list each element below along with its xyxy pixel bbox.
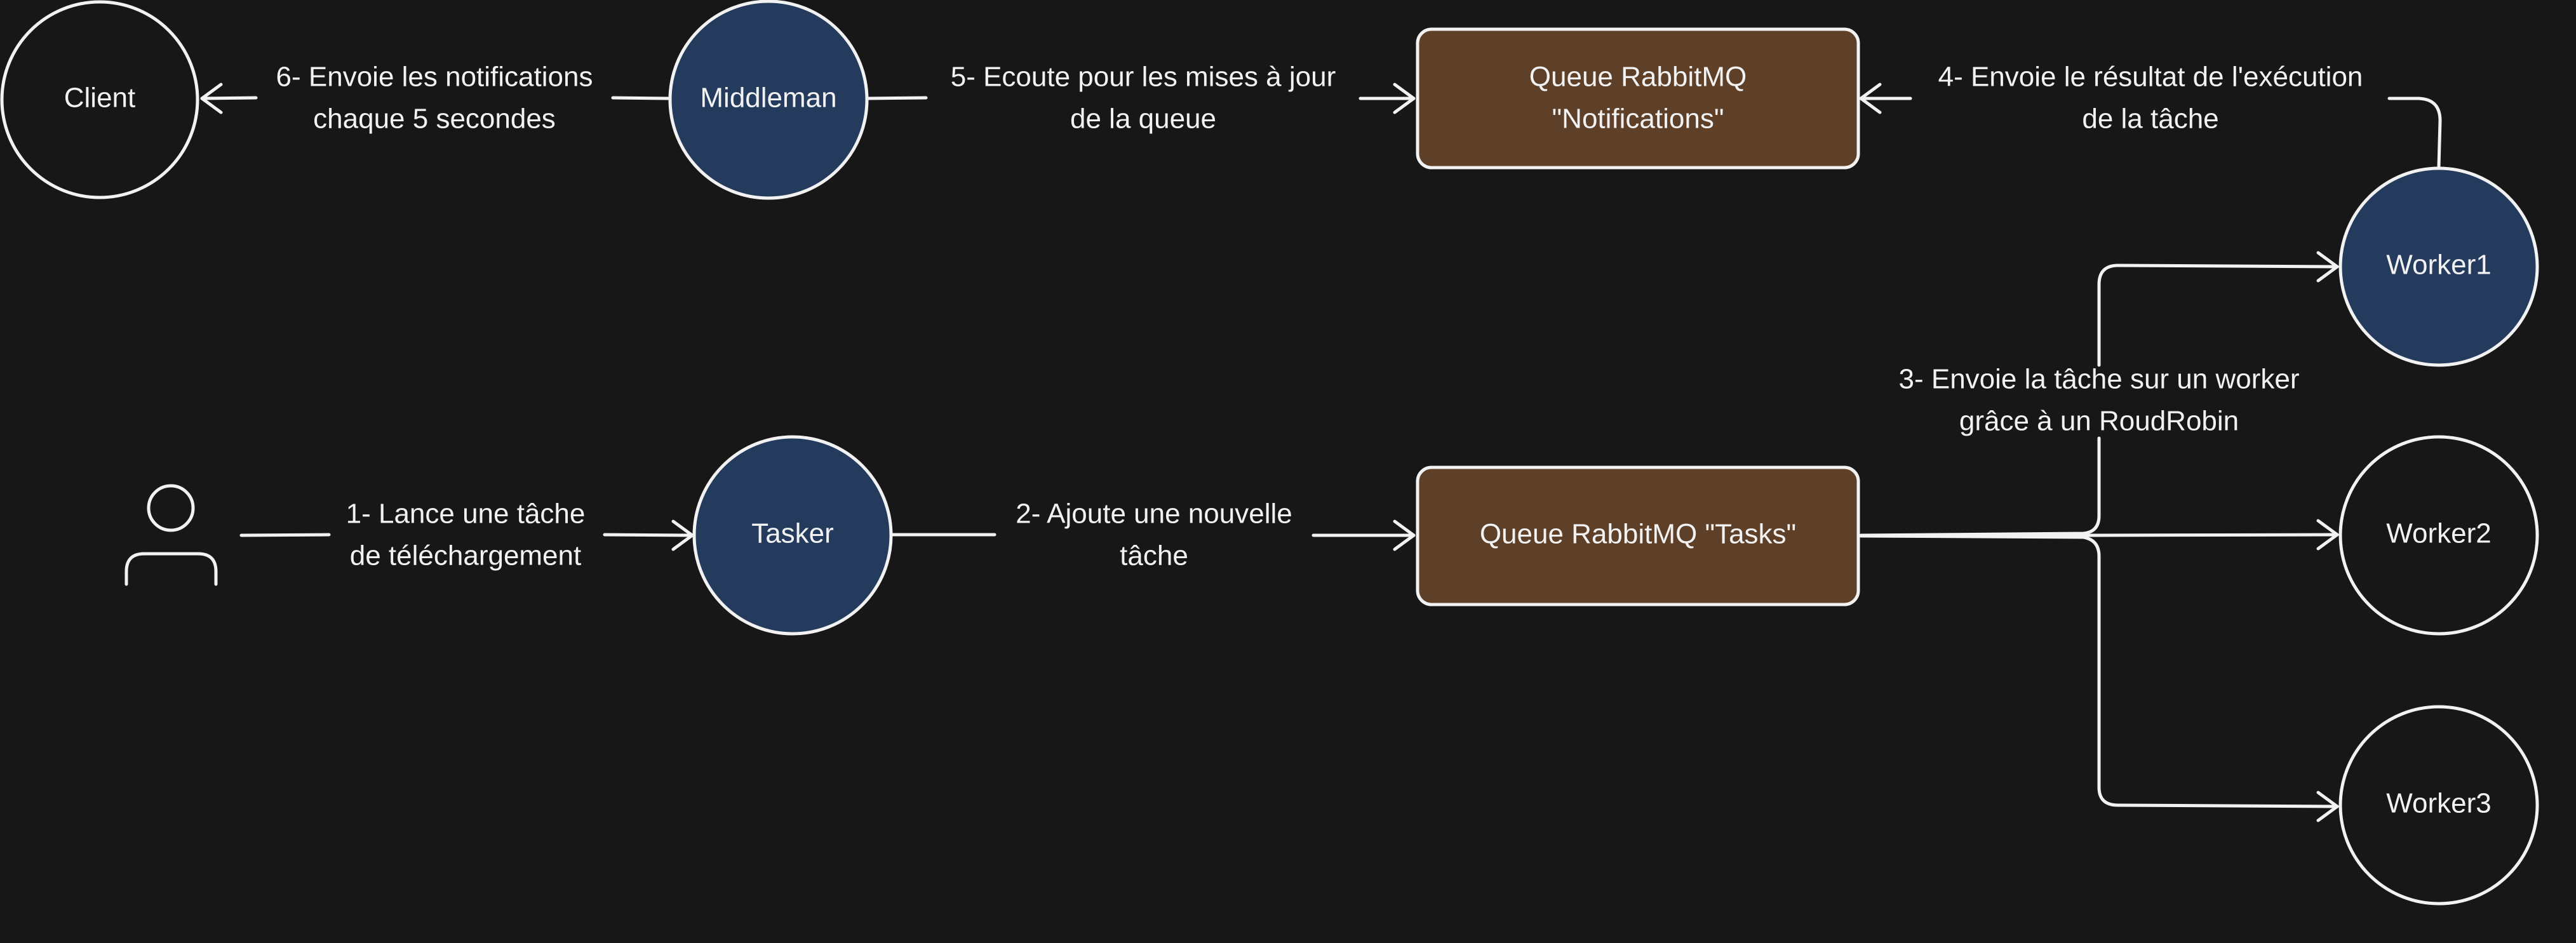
step5-line2: de la queue — [1070, 104, 1216, 135]
tasks-queue-node[interactable]: Queue RabbitMQ "Tasks" — [1416, 465, 1860, 606]
notifications-queue-node[interactable]: Queue RabbitMQ "Notifications" — [1416, 27, 1860, 170]
worker1-node[interactable]: Worker1 — [2338, 166, 2539, 367]
edge-step6 — [200, 83, 670, 114]
edge-step1 — [239, 519, 694, 551]
edge-step2 — [890, 519, 1416, 551]
edge-step4 — [1859, 83, 2442, 168]
step4-line1: 4- Envoie le résultat de l'exécution — [1938, 62, 2363, 93]
notifications-queue-label-line1: Queue RabbitMQ — [1529, 62, 1747, 93]
step1-line1: 1- Lance une tâche — [346, 498, 586, 530]
client-label: Client — [64, 83, 136, 114]
step3-line2: grâce à un RoudRobin — [1959, 406, 2239, 437]
notifications-queue-label-line2: "Notifications" — [1552, 104, 1724, 135]
step2-line2: tâche — [1120, 540, 1188, 572]
worker2-node[interactable]: Worker2 — [2338, 435, 2539, 636]
step6-line1: 6- Envoie les notifications — [276, 62, 593, 93]
worker2-label: Worker2 — [2386, 518, 2491, 549]
step1-line2: de téléchargement — [350, 540, 581, 572]
middleman-node[interactable]: Middleman — [668, 0, 869, 200]
middleman-label: Middleman — [700, 83, 836, 114]
step5-line1: 5- Ecoute pour les mises à jour — [951, 62, 1336, 93]
user-icon — [124, 484, 218, 586]
step6-line2: chaque 5 secondes — [313, 104, 556, 135]
tasker-label: Tasker — [751, 518, 834, 549]
edge-step3 — [1859, 251, 2339, 822]
worker1-label: Worker1 — [2386, 250, 2491, 281]
edge-label-step1: 1- Lance une tâche de téléchargement — [346, 498, 586, 572]
tasker-node[interactable]: Tasker — [692, 435, 893, 636]
step3-line1: 3- Envoie la tâche sur un worker — [1899, 364, 2300, 395]
edge-label-step6: 6- Envoie les notifications chaque 5 sec… — [276, 62, 593, 135]
edge-label-step3: 3- Envoie la tâche sur un worker grâce à… — [1899, 364, 2300, 437]
edge-label-step4: 4- Envoie le résultat de l'exécution de … — [1938, 62, 2363, 135]
edge-label-step5: 5- Ecoute pour les mises à jour de la qu… — [951, 62, 1336, 135]
step2-line1: 2- Ajoute une nouvelle — [1016, 498, 1292, 530]
tasks-queue-label: Queue RabbitMQ "Tasks" — [1480, 519, 1796, 550]
worker3-label: Worker3 — [2386, 788, 2491, 819]
client-node[interactable]: Client — [0, 0, 199, 199]
edge-label-step2: 2- Ajoute une nouvelle tâche — [1016, 498, 1292, 572]
step4-line2: de la tâche — [2082, 104, 2218, 135]
worker3-node[interactable]: Worker3 — [2338, 705, 2539, 906]
edge-step5 — [866, 83, 1416, 114]
